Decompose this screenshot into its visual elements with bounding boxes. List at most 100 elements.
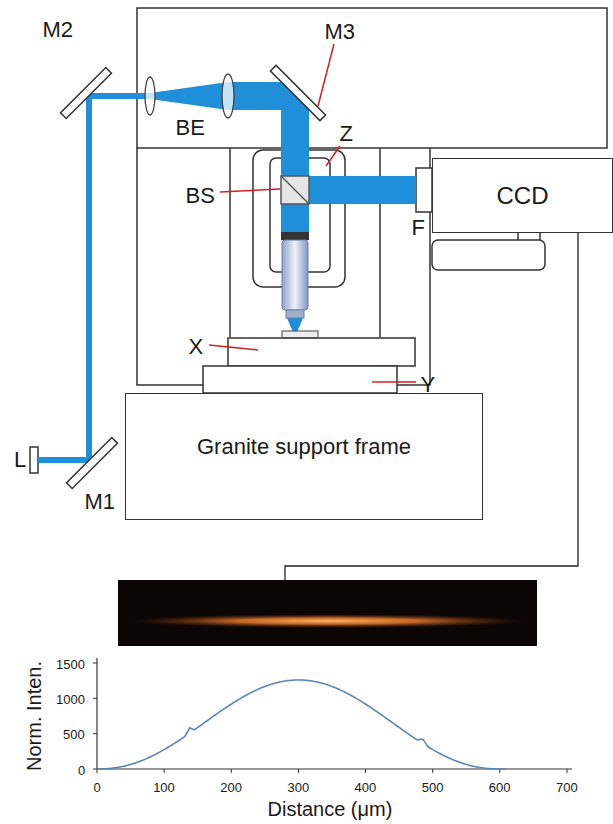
tick-label-anchor: 0	[78, 763, 85, 776]
leader-line	[372, 381, 416, 383]
support-frame-box: Granite support frame	[125, 393, 483, 520]
tick-label-anchor: 1500	[56, 657, 85, 670]
part-label-anchor: L	[14, 447, 26, 469]
tick-mark	[93, 733, 97, 734]
part-label: F	[412, 217, 425, 239]
beam-to-camera	[295, 176, 416, 204]
tick-mark	[93, 769, 97, 770]
tick-mark	[164, 769, 165, 773]
tick-label: 0	[94, 781, 101, 794]
mirror-symbol	[61, 68, 112, 119]
part-label: BE	[176, 117, 205, 139]
tick-label: 700	[556, 781, 578, 794]
tick-label-anchor: 300	[287, 780, 309, 793]
top-housing	[137, 8, 607, 148]
tick-label: 500	[422, 781, 444, 794]
laser-beam	[38, 82, 416, 463]
tick-mark	[298, 769, 299, 773]
tick-label-anchor: 600	[489, 780, 511, 793]
leader-line	[326, 146, 340, 166]
intensity-curve	[97, 680, 507, 769]
intensity-profile-chart	[93, 658, 572, 773]
filter-flange	[416, 168, 432, 212]
node-text: CCD	[497, 182, 549, 210]
leader-line	[220, 189, 280, 192]
axis-title-anchor: Norm. Inten.	[23, 661, 43, 771]
tick-label: 400	[355, 781, 377, 794]
tick-label: 500	[63, 728, 85, 741]
camera-body: CCD	[432, 158, 613, 233]
mirror-symbol	[270, 65, 325, 120]
tick-label-anchor: 100	[153, 780, 175, 793]
part-label: Z	[340, 123, 353, 145]
leader-line	[318, 44, 334, 106]
beam-segment	[38, 440, 92, 463]
part-label: Y	[421, 374, 436, 396]
lens-symbol	[145, 77, 155, 115]
axis-title-anchor: Distance (μm)	[268, 798, 393, 818]
frame-pillars	[137, 148, 430, 385]
beam-line-image	[123, 614, 533, 628]
tick-label: 1000	[56, 693, 85, 706]
y-stage	[203, 366, 397, 393]
leader-lines	[209, 44, 416, 382]
leader-line	[209, 345, 258, 350]
splitter-diagonal	[281, 176, 309, 204]
camera-image	[118, 580, 537, 646]
camera-cable	[285, 233, 578, 580]
part-label: M2	[43, 19, 74, 41]
part-label-anchor: M2	[43, 17, 74, 39]
tick-label: 100	[153, 781, 175, 794]
part-label: L	[14, 449, 26, 471]
tick-label: 200	[220, 781, 242, 794]
y-axis	[96, 658, 97, 769]
axis-title: Norm. Inten.	[24, 661, 44, 771]
tick-label-anchor: 500	[422, 780, 444, 793]
part-label-anchor: BS	[186, 183, 215, 205]
axis-title: Distance (μm)	[268, 799, 393, 819]
x-stage	[228, 338, 415, 366]
beam-expansion	[150, 82, 228, 110]
part-label: X	[189, 336, 204, 358]
tick-mark	[365, 769, 366, 773]
objective-body	[282, 240, 308, 310]
tick-label: 600	[489, 781, 511, 794]
tick-mark	[567, 769, 568, 773]
lens-symbol	[222, 74, 234, 118]
camera-mount	[432, 240, 545, 270]
node-text: Granite support frame	[197, 434, 411, 459]
beam-segment	[86, 93, 150, 460]
part-label-anchor: Z	[340, 121, 353, 143]
objective-tip	[286, 310, 304, 318]
part-label-anchor: X	[189, 334, 204, 356]
tick-label: 1500	[56, 658, 85, 671]
tick-label: 300	[287, 781, 309, 794]
beam-segment	[228, 82, 309, 232]
mirror-symbol	[67, 438, 118, 489]
part-label: M3	[325, 21, 356, 43]
sample	[282, 331, 318, 338]
tick-label-anchor: 200	[220, 780, 242, 793]
part-label-anchor: Y	[421, 372, 436, 394]
tick-label-anchor: 400	[355, 780, 377, 793]
tick-mark	[93, 663, 97, 664]
tick-mark	[93, 698, 97, 699]
objective-collar	[281, 232, 309, 240]
tick-label-anchor: 1000	[56, 692, 85, 705]
tick-mark	[432, 769, 433, 773]
tick-label: 0	[78, 764, 85, 777]
tick-mark	[231, 769, 232, 773]
tick-label-anchor: 700	[556, 780, 578, 793]
part-label-anchor: M1	[85, 489, 116, 511]
part-label: M1	[85, 491, 116, 513]
tick-label-anchor: 0	[94, 780, 101, 793]
tick-label-anchor: 500	[63, 727, 85, 740]
beam-splitter-cube	[281, 176, 309, 204]
part-label: BS	[186, 185, 215, 207]
part-label-anchor: BE	[176, 115, 205, 137]
